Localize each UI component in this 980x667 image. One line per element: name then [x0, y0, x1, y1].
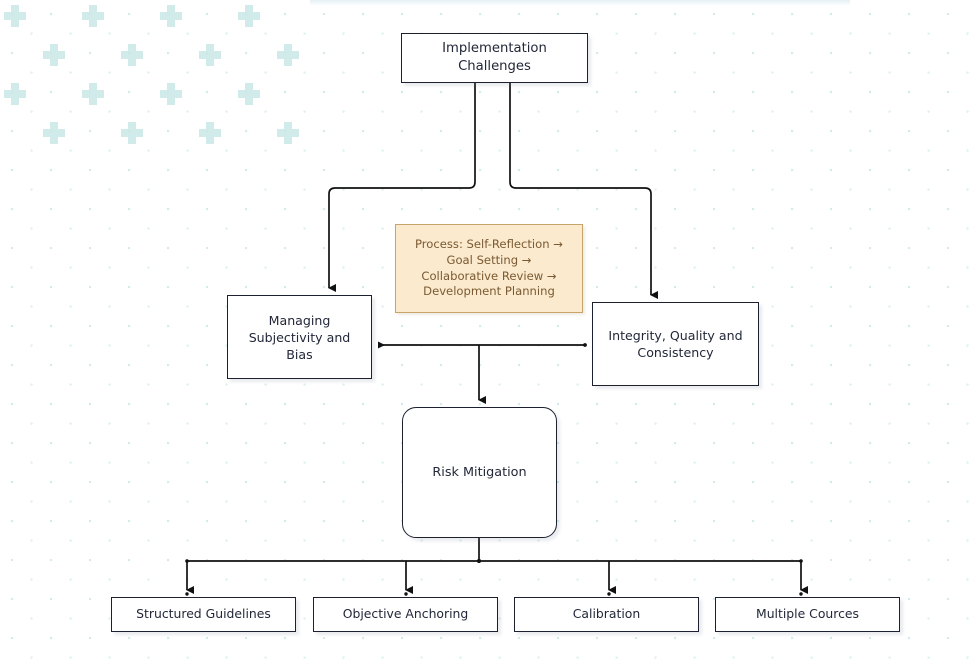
node-implementation-challenges[interactable]: Implementation Challenges	[401, 33, 588, 83]
top-highlight-band	[310, 0, 850, 6]
node-managing-subjectivity-and-bias[interactable]: Managing Subjectivity and Bias	[227, 295, 372, 379]
node-multiple-cources[interactable]: Multiple Cources	[715, 597, 900, 632]
edge-endpoint-dots	[185, 559, 803, 596]
node-integrity-quality-and-consistency[interactable]: Integrity, Quality and Consistency	[592, 302, 759, 386]
node-structured-guidelines[interactable]: Structured Guidelines	[111, 597, 296, 632]
background-plus-pattern	[0, 0, 300, 150]
node-calibration[interactable]: Calibration	[514, 597, 699, 632]
node-risk-mitigation[interactable]: Risk Mitigation	[402, 407, 557, 538]
note-process-steps: Process: Self-Reflection → Goal Setting …	[395, 224, 583, 313]
node-objective-anchoring[interactable]: Objective Anchoring	[313, 597, 498, 632]
